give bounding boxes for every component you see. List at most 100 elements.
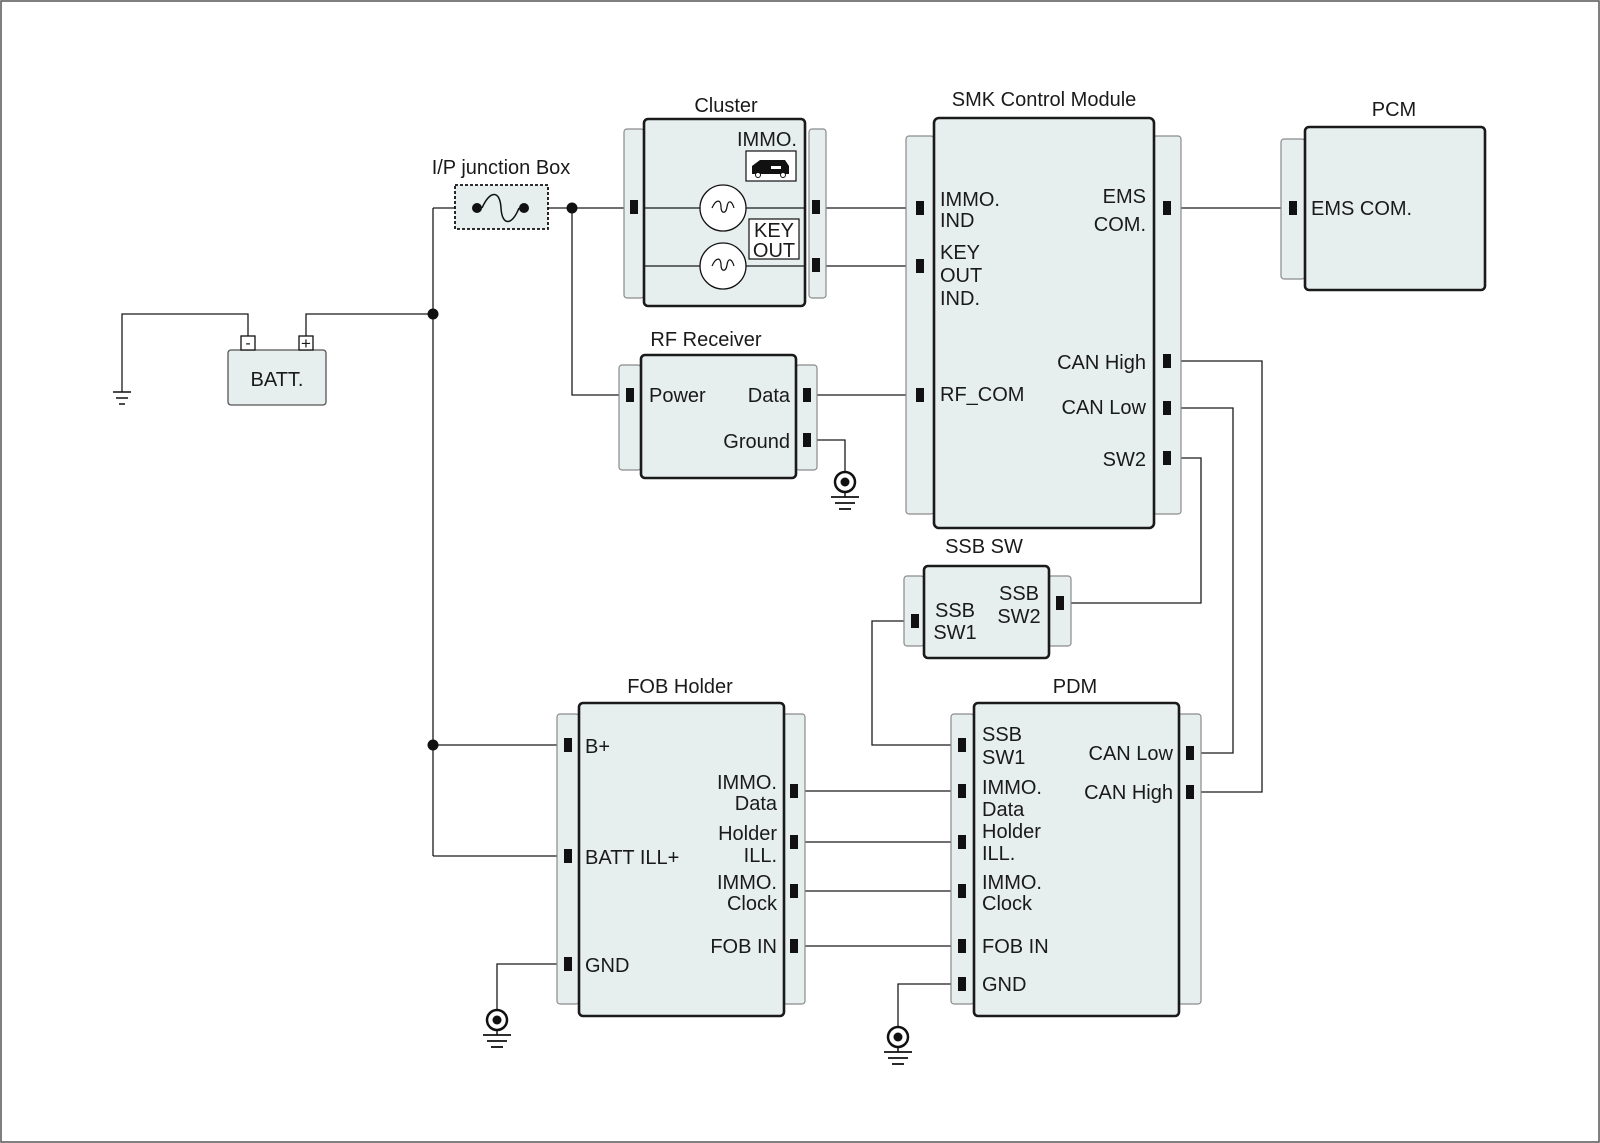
connector-pin: [916, 259, 924, 273]
junction-dot: [427, 739, 439, 751]
connector-pin: [958, 884, 966, 898]
pcm-body: [1303, 125, 1487, 292]
smk-title: SMK Control Module: [952, 89, 1137, 111]
fuse-terminal: [472, 203, 482, 213]
battery-pos-terminal: [298, 335, 314, 351]
junction-box-title: I/P junction Box: [432, 157, 571, 179]
junction-dot: [427, 308, 439, 320]
wire-fob-gnd: [496, 963, 568, 1010]
connector-pin: [564, 738, 572, 752]
ground-icon: [483, 1008, 511, 1048]
pdm-immo-clock-line2: Clock: [982, 893, 1033, 915]
smk-ems-com-line2: COM.: [1094, 214, 1146, 236]
fuse-terminal: [519, 203, 529, 213]
connector-pin: [626, 388, 634, 402]
ssb-switch: SSB SW SSB SW1 SSB SW2: [903, 536, 1072, 660]
fob-immo-clock-line1: IMMO.: [717, 872, 777, 894]
wire-rf-power: [571, 208, 628, 396]
cluster-out-label: OUT: [753, 240, 795, 262]
battery-body: [227, 349, 327, 406]
ground-icon: [831, 470, 859, 510]
pdm-body: [972, 701, 1181, 1018]
cluster-key-label: KEY: [754, 220, 794, 242]
connector-pin: [564, 849, 572, 863]
connector-pin: [958, 738, 966, 752]
ssb-connector-right: [1047, 575, 1072, 647]
fob-title: FOB Holder: [627, 676, 733, 698]
wire-pdm-gnd: [897, 983, 962, 1027]
wire-batt-neg-ground: [121, 313, 249, 392]
connector-pin: [911, 614, 919, 628]
wire-sw2: [1061, 457, 1202, 604]
battery-label: BATT.: [251, 369, 304, 391]
ssb-sw2-line2: SW2: [997, 606, 1040, 628]
connector-pin: [564, 957, 572, 971]
connector-pin: [958, 977, 966, 991]
wire-can-low: [1170, 407, 1234, 754]
smk-control-module: SMK Control Module IMMO. IND KEY OUT IND…: [905, 89, 1182, 530]
rf-receiver-title: RF Receiver: [650, 329, 761, 351]
connector-pin: [916, 201, 924, 215]
battery: - + BATT.: [227, 334, 327, 406]
smk-immo-ind-line1: IMMO.: [940, 189, 1000, 211]
car-key-icon: [752, 160, 789, 178]
rf-power-label: Power: [649, 385, 706, 407]
connector-pin: [812, 258, 820, 272]
pdm-fob-in-label: FOB IN: [982, 936, 1049, 958]
fuse-icon: [481, 193, 520, 223]
ground-icon: [884, 1025, 912, 1065]
fob-connector-right: [782, 713, 806, 1005]
ssb-sw1-line1: SSB: [935, 600, 975, 622]
pdm-immo-clock-line1: IMMO.: [982, 872, 1042, 894]
connector-pin: [1056, 596, 1064, 610]
smk-key-out-ind-line2: OUT: [940, 265, 982, 287]
fob-immo-clock-line2: Clock: [727, 893, 778, 915]
fob-immo-data-line2: Data: [735, 793, 778, 815]
battery-neg-terminal: [240, 335, 256, 351]
pcm-ems-com-label: EMS COM.: [1311, 198, 1412, 220]
rf-connector-left: [618, 364, 642, 471]
connector-pin: [790, 784, 798, 798]
pdm-connector-left: [950, 713, 975, 1005]
pdm-immo-data-line2: Data: [982, 799, 1025, 821]
cluster: Cluster IMMO. KEY OUT: [623, 95, 827, 308]
ssb-sw1-line2: SW1: [933, 622, 976, 644]
ground-icon: [113, 391, 131, 405]
smk-body: [932, 116, 1156, 530]
pdm-can-low-label: CAN Low: [1089, 743, 1174, 765]
fob-holder-ill-line2: ILL.: [744, 845, 777, 867]
connector-pin: [1163, 201, 1171, 215]
connector-pin: [630, 200, 638, 214]
smk-key-out-ind-line1: KEY: [940, 242, 980, 264]
rf-data-label: Data: [748, 385, 791, 407]
pdm-title: PDM: [1053, 676, 1097, 698]
fob-immo-data-line1: IMMO.: [717, 772, 777, 794]
smk-sw2-label: SW2: [1103, 449, 1146, 471]
cluster-title: Cluster: [694, 95, 758, 117]
smk-connector-left: [905, 135, 935, 515]
indicator-lamp-icon: [699, 242, 747, 290]
battery-neg-sign: -: [245, 335, 250, 352]
smk-key-out-ind-line3: IND.: [940, 288, 980, 310]
pdm-holder-ill-line1: Holder: [982, 821, 1041, 843]
pdm-ssb-sw1-line1: SSB: [982, 724, 1022, 746]
ssb-sw2-line1: SSB: [999, 583, 1039, 605]
wires: [121, 207, 1293, 1027]
connector-pin: [916, 388, 924, 402]
connector-pin: [958, 939, 966, 953]
ssb-body: [922, 564, 1051, 660]
connector-pin: [790, 884, 798, 898]
pdm-immo-data-line1: IMMO.: [982, 777, 1042, 799]
connector-pin: [958, 784, 966, 798]
rf-connector-right: [795, 364, 818, 471]
rf-receiver: RF Receiver Power Data Ground: [618, 329, 818, 480]
junction-dot: [566, 202, 578, 214]
wire-ssb-sw1: [871, 620, 962, 746]
ssb-title: SSB SW: [945, 536, 1023, 558]
pdm: PDM SSB SW1 IMMO. Data Holder ILL. IMMO.…: [950, 676, 1202, 1018]
pdm-ssb-sw1-line2: SW1: [982, 747, 1025, 769]
ssb-connector-left: [903, 575, 925, 647]
fob-bplus-label: B+: [585, 736, 610, 758]
connector-pin: [1163, 401, 1171, 415]
